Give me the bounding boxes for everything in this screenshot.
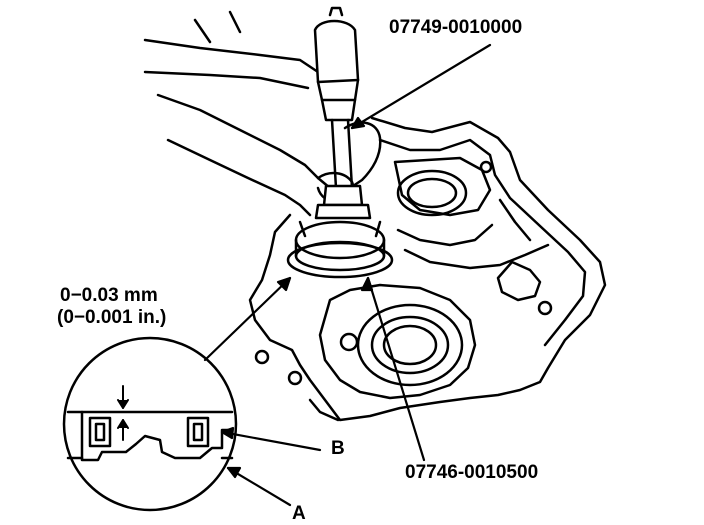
driver-tool-part-number: 07749-0010000 <box>389 17 523 38</box>
attachment-cup <box>286 220 394 279</box>
clearance-spec-mm: 0−0.03 mm <box>60 285 158 306</box>
hand-upper <box>143 10 320 90</box>
clearance-spec-in: (0−0.001 in.) <box>57 307 167 328</box>
callout-label-b: B <box>331 438 345 459</box>
transmission-housing <box>248 116 607 422</box>
leader-lines <box>203 43 492 507</box>
attachment-part-number: 07746-0010500 <box>405 462 539 483</box>
callout-label-a: A <box>292 503 306 524</box>
hammer <box>313 6 360 122</box>
driver-tool <box>314 118 372 220</box>
detail-inset <box>62 336 238 512</box>
clearance-arrows <box>117 385 129 441</box>
